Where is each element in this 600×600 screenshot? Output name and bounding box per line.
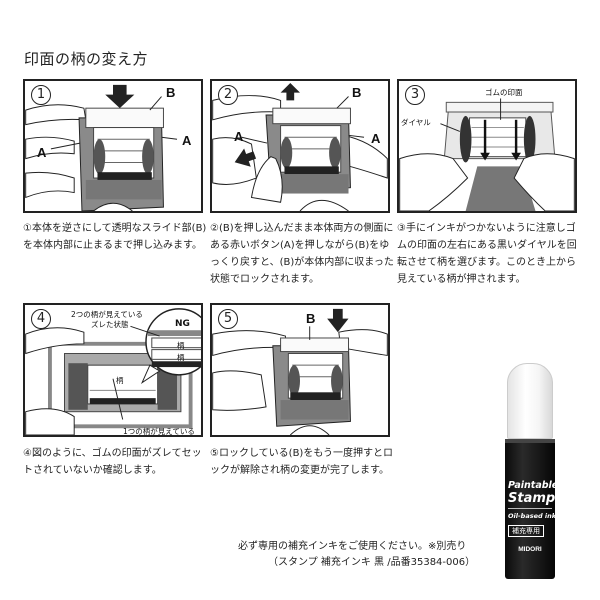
- brand-divider: [508, 508, 552, 509]
- label-b: B: [166, 85, 176, 100]
- step-5-illustration: 5 B: [210, 303, 390, 437]
- maker-logo: MIDORI: [518, 546, 542, 553]
- label-a-right: A: [371, 131, 381, 146]
- dial-rotate-illustration: [399, 98, 575, 211]
- step-5-description: ⑤ロックしている(B)をもう一度押すとロックが解除され柄の変更が完了します。: [210, 448, 394, 476]
- label-a-right: A: [182, 133, 192, 148]
- brand-line-1: Paintable: [508, 480, 559, 491]
- label-pattern-center: 柄: [116, 376, 124, 385]
- step-4-number: 4: [31, 309, 51, 329]
- label-pattern-2: 柄: [177, 353, 185, 362]
- refill-note: 必ず専用の補充インキをご使用ください。※別売り （スタンプ 補充インキ 黒 /品…: [238, 539, 475, 571]
- refill-note-line-2: （スタンプ 補充インキ 黒 /品番35384-006）: [268, 557, 476, 568]
- bottle-ring: [505, 439, 555, 443]
- step-4-description: ④図のように、ゴムの印面がズレてセットされていないか確認します。: [23, 448, 202, 476]
- step-2-number: 2: [218, 85, 238, 105]
- step-3-description: ③手にインキがつかないように注意しゴムの印面の左右にある黒いダイヤルを回転させて…: [397, 223, 577, 285]
- label-b: B: [352, 85, 362, 100]
- alignment-check-illustration: [25, 308, 201, 435]
- ng-badge: NG: [175, 319, 190, 329]
- bottle-body: [505, 439, 555, 579]
- step-2-description: ②(B)を押し込んだまま本体両方の側面にある赤いボタン(A)を押しながら(B)を…: [210, 223, 394, 285]
- step-4-illustration: 4 2つの柄が見えている ズレた状態 NG 柄 柄 柄 1つの柄が見えている: [23, 303, 203, 437]
- step-5-number: 5: [218, 309, 238, 329]
- page-title: 印面の柄の変え方: [24, 50, 149, 68]
- stamp-unlock-illustration: [212, 308, 388, 435]
- label-rubber-face: ゴムの印面: [485, 88, 523, 97]
- step-2-illustration: 2 B A A: [210, 79, 390, 213]
- step-1-illustration: 1 B A A: [23, 79, 203, 213]
- label-misaligned: ズレた状態: [91, 320, 129, 329]
- stamp-release-illustration: [212, 82, 388, 211]
- step-1-description: ①本体を逆さにして透明なスライド部(B)を本体内部に止まるまで押し込みます。: [23, 223, 207, 251]
- bottle-cap: [507, 363, 553, 439]
- ink-type: Oil-based ink: [508, 512, 557, 520]
- refill-ink-bottle: Paintable Stamp Oil-based ink 補充専用 MIDOR…: [505, 363, 559, 579]
- step-3-illustration: 3 ゴムの印面 ダイヤル: [397, 79, 577, 213]
- refill-note-line-1: 必ず専用の補充インキをご使用ください。※別売り: [238, 541, 467, 552]
- label-pattern-1: 柄: [177, 341, 185, 350]
- label-a-left: A: [234, 129, 244, 144]
- label-two-patterns: 2つの柄が見えている: [71, 310, 143, 319]
- label-dial: ダイヤル: [401, 118, 431, 127]
- label-b: B: [306, 311, 316, 326]
- brand-line-2: Stamp: [508, 491, 556, 506]
- step-3-number: 3: [405, 85, 425, 105]
- label-a-left: A: [37, 145, 47, 160]
- refill-only-tag: 補充専用: [508, 525, 544, 537]
- label-one-pattern: 1つの柄が見えている: [123, 427, 195, 436]
- stamp-push-illustration: [25, 84, 178, 211]
- step-1-number: 1: [31, 85, 51, 105]
